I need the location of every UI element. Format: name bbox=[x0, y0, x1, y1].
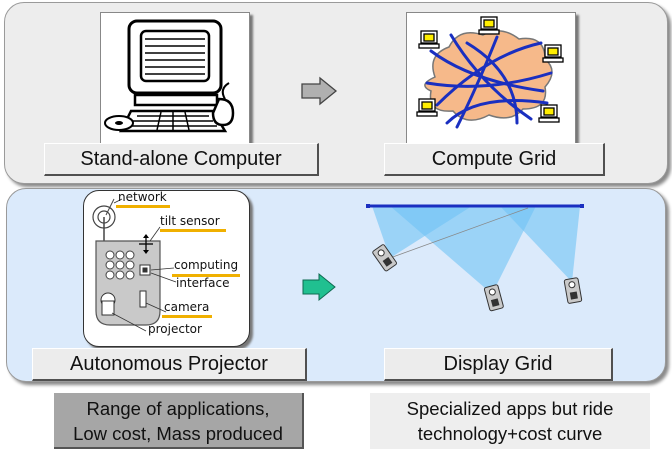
projector-callout: projector bbox=[148, 322, 202, 336]
network-underline bbox=[116, 205, 170, 208]
display-grid-diagram bbox=[366, 204, 584, 312]
tilt-sensor-callout: tilt sensor bbox=[160, 214, 220, 228]
tilt-sensor-underline bbox=[160, 229, 226, 232]
specialized-apps-note: Specialized apps but ride technology+cos… bbox=[370, 393, 650, 449]
interface-callout: interface bbox=[176, 276, 230, 290]
note-right-line-2: technology+cost curve bbox=[417, 423, 603, 444]
network-callout: network bbox=[118, 190, 167, 204]
projector-device-icon bbox=[92, 198, 177, 332]
autonomous-projector-diagram: network tilt sensor computing interface … bbox=[83, 190, 250, 347]
note-right-line-1: Specialized apps but ride bbox=[406, 398, 614, 419]
standalone-computer-label: Stand-alone Computer bbox=[44, 143, 319, 176]
note-left-line-1: Range of applications, bbox=[86, 398, 270, 419]
computing-callout: computing bbox=[174, 258, 239, 272]
compute-grid-image bbox=[406, 12, 576, 146]
camera-underline bbox=[162, 315, 212, 318]
autonomous-projector-label: Autonomous Projector bbox=[32, 348, 307, 381]
standalone-computer-image bbox=[100, 12, 250, 146]
camera-callout: camera bbox=[164, 300, 210, 314]
computing-underline bbox=[172, 274, 240, 277]
mass-produced-note: Range of applications, Low cost, Mass pr… bbox=[54, 393, 304, 449]
computer-icon bbox=[104, 19, 235, 133]
arrow-right-icon bbox=[302, 272, 336, 302]
display-grid-label: Display Grid bbox=[384, 348, 613, 381]
arrow-right-icon bbox=[301, 76, 338, 106]
compute-grid-label: Compute Grid bbox=[384, 143, 605, 176]
compute-grid-icon bbox=[416, 16, 564, 129]
note-left-line-2: Low cost, Mass produced bbox=[73, 423, 283, 444]
